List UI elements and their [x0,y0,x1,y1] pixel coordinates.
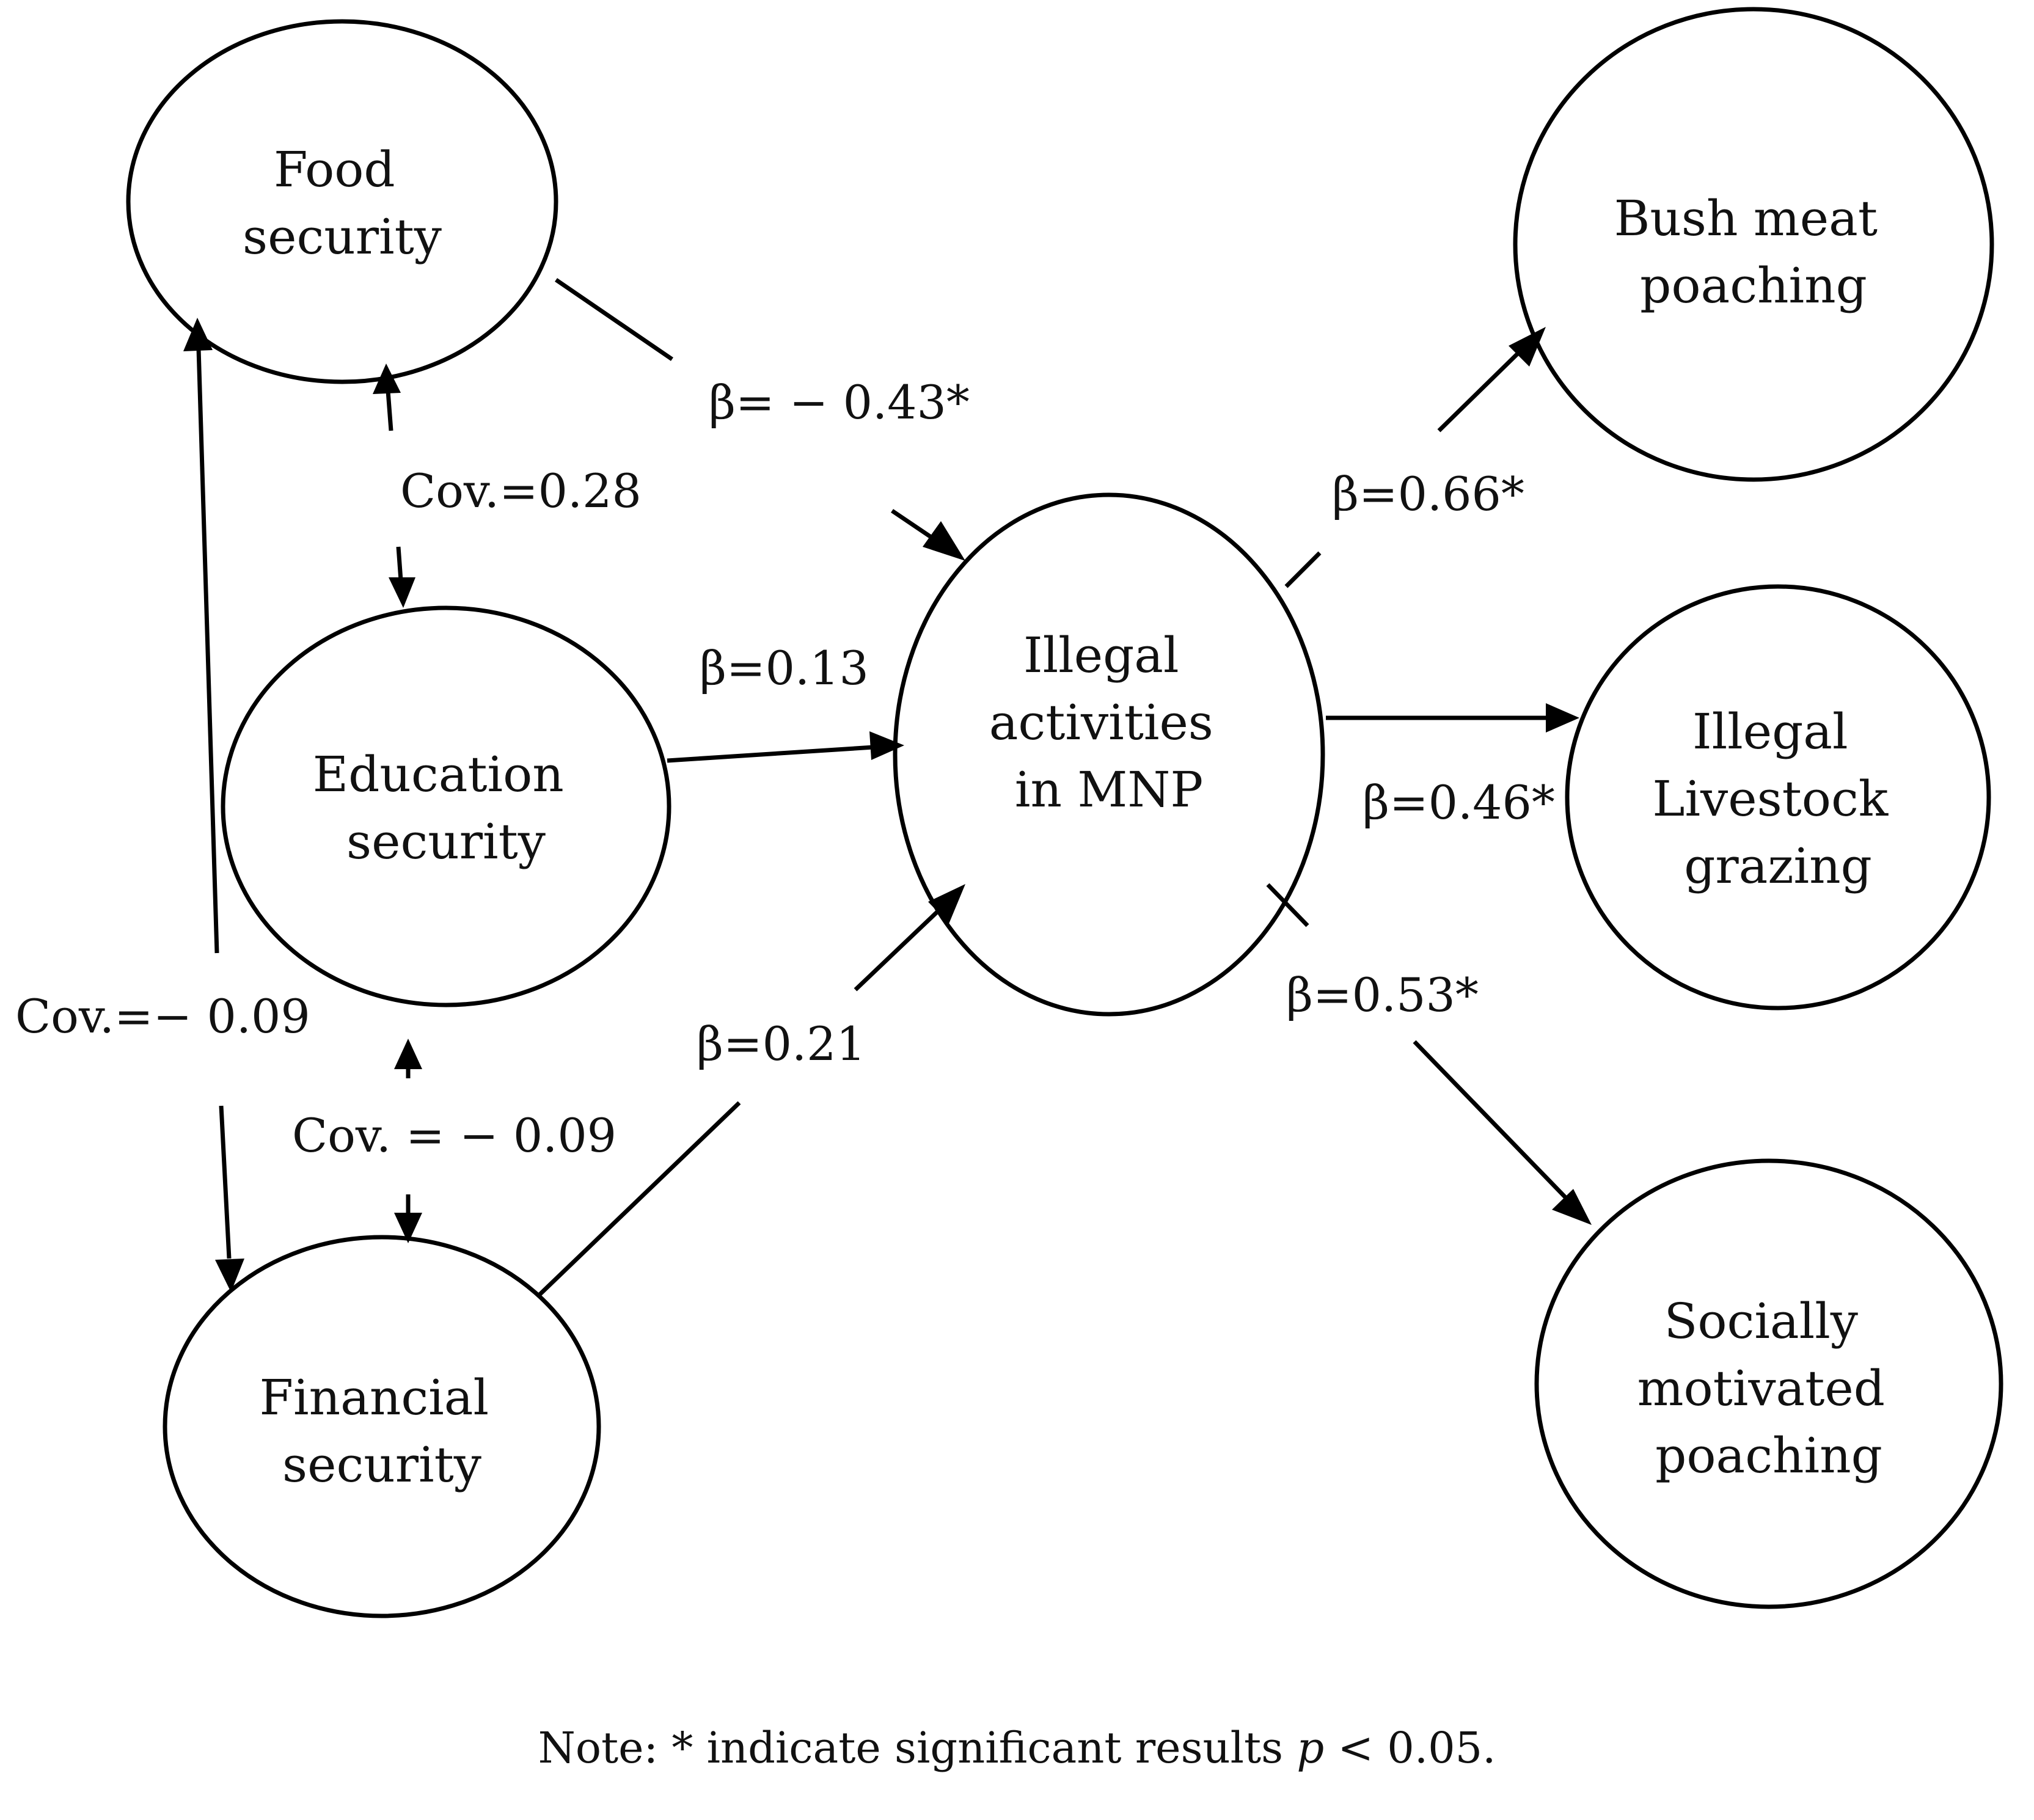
edge-illegal-to-livestock [1326,703,1579,733]
node-social-line-2: motivated [1637,1360,1885,1417]
node-education-security: Education security [221,605,671,1007]
edge-label-illegal-social: β=0.53* [1286,968,1479,1022]
edge-label-financial-illegal: β=0.21 [697,1017,866,1071]
edge-illegal-to-bushmeat [1284,327,1546,588]
cov-food-financial [183,318,244,1292]
edge-label-food-illegal: β= − 0.43* [709,375,970,429]
node-livestock-line-1: Illegal [1692,703,1848,760]
node-education-line-1: Education [313,746,564,803]
edge-label-illegal-livestock: β=0.46* [1363,775,1555,830]
svg-text:Food security: Food security [243,141,442,265]
node-illegal-line-3: in MNP [1015,761,1203,818]
note-p-symbol: p [1297,1723,1325,1773]
node-livestock-line-2: Livestock [1652,770,1889,827]
node-illegal-line-1: Illegal [1023,627,1179,684]
cov-label-food-financial: Cov.=− 0.09 [15,989,310,1043]
edge-illegal-to-social [1266,883,1592,1225]
svg-text:Education security: Education security [313,746,580,870]
significance-note: Note: * indicate significant results p <… [0,1723,2034,1773]
node-illegal-line-2: activities [989,694,1213,751]
node-illegal-activities: Illegal activities in MNP [893,492,1325,1017]
node-education-line-2: security [346,813,546,870]
edge-education-to-illegal [667,731,904,763]
edge-food-to-illegal [555,278,965,561]
node-bushmeat-line-1: Bush meat [1614,190,1878,247]
node-bushmeat-line-2: poaching [1640,257,1867,314]
node-financial-security: Financial security [163,1235,601,1618]
cov-label-food-education: Cov.=0.28 [400,464,642,518]
node-food-security: Food security [126,19,558,384]
edge-label-education-illegal: β=0.13 [700,641,869,695]
cov-food-education [373,364,415,608]
node-socially-motivated-poaching: Socially motivated poaching [1534,1158,2003,1609]
edge-label-illegal-bushmeat: β=0.66* [1332,467,1524,521]
node-food-line-2: security [243,208,442,265]
note-suffix: < 0.05. [1324,1723,1496,1773]
node-bush-meat-poaching: Bush meat poaching [1513,7,1994,482]
svg-text:Financial security: Financial security [260,1369,505,1493]
svg-text:Bush meat poaching: Bush meat poaching [1614,190,1893,314]
cov-education-financial [394,1039,422,1243]
svg-text:Socially motivated: Socially motivated poaching [1637,1293,1901,1484]
edge-financial-to-illegal [536,884,965,1298]
node-social-line-3: poaching [1655,1427,1882,1484]
node-livestock-line-3: grazing [1684,838,1872,894]
node-social-line-1: Socially [1664,1293,1858,1350]
node-food-line-1: Food [274,141,395,198]
node-illegal-livestock-grazing: Illegal Livestock grazing [1565,584,1991,1011]
cov-label-education-financial: Cov. = − 0.09 [292,1108,616,1163]
node-financial-line-2: security [282,1436,481,1493]
node-financial-line-1: Financial [260,1369,489,1426]
svg-text:Illegal Livestock: Illegal Livestock grazing [1652,703,1903,894]
note-prefix: Note: * indicate significant results [538,1723,1297,1773]
svg-text:Illegal activities: Illegal activities in MNP [989,627,1229,818]
